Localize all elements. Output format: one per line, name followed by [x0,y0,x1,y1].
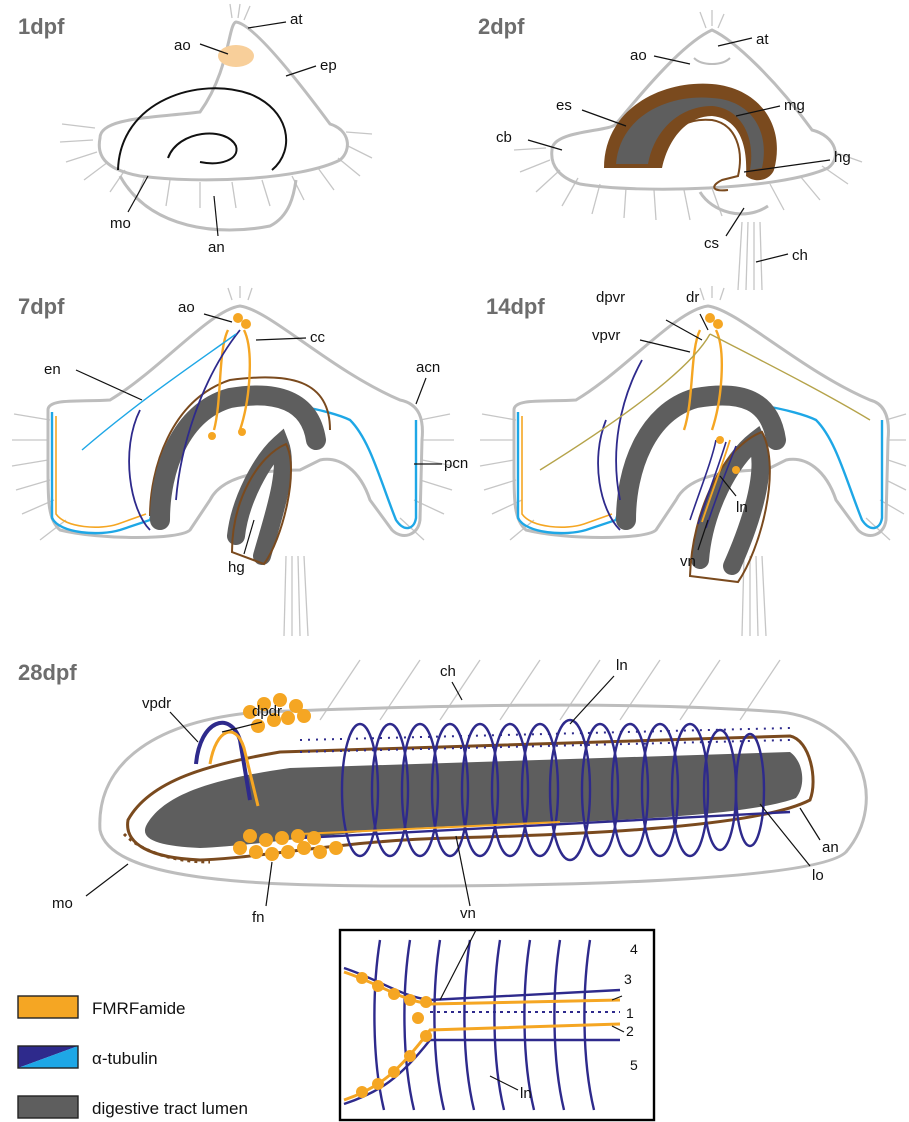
label-ch-2dpf: ch [792,247,808,264]
label-ch-28dpf: ch [440,663,456,680]
label-2-inset: 2 [626,1023,634,1039]
esophageal-nerve-7dpf [129,410,150,530]
label-cs-2dpf: cs [704,235,719,252]
body-outline-14dpf [514,306,888,538]
chaetae-28dpf [320,660,780,720]
apical-cell-2-14dpf [713,319,723,329]
legend-label-fmrfamide: FMRFamide [92,999,186,1018]
fmrf-cell-1-7dpf [208,432,216,440]
label-an-28dpf: an [822,839,839,856]
cilia-band-2dpf [514,10,862,290]
leader-acn-7dpf [416,378,426,404]
label-vpvr-14dpf: vpvr [592,327,620,344]
label-ln-14dpf: ln [736,499,748,516]
fmrf-cell-2-14dpf [732,466,740,474]
label-vn-28dpf: vn [460,905,476,922]
cilia-band-14dpf [480,286,906,636]
label-dpvr-14dpf: dpvr [596,289,625,306]
apical-cell-1-7dpf [233,313,243,323]
legend-swatch-tubulin [18,1046,78,1068]
leader-mo-28dpf [86,864,128,896]
label-pcn-7dpf: pcn [444,455,468,472]
label-ao-2dpf: ao [630,47,647,64]
label-ln-28dpf: ln [616,657,628,674]
panel-7dpf: 7dpf a [12,286,468,636]
label-mo-1dpf: mo [110,215,131,232]
legend-swatch-lumen [18,1096,78,1118]
label-cb-2dpf: cb [496,129,512,146]
label-vpdr-28dpf: vpdr [142,695,171,712]
leader-vpdr-28dpf [170,712,198,742]
leader-ln-28dpf [570,676,614,724]
inset-ventral-nerve-detail: 4 3 1 2 5 ln [340,930,654,1120]
label-es-2dpf: es [556,97,572,114]
label-at-1dpf: at [290,11,303,28]
label-ep-1dpf: ep [320,57,337,74]
stage-label-7dpf: 7dpf [18,294,65,319]
leader-an-28dpf [800,808,820,840]
label-an-1dpf: an [208,239,225,256]
label-mo-28dpf: mo [52,895,73,912]
label-vn-14dpf: vn [680,553,696,570]
fmrf-cell-1-14dpf [716,436,724,444]
panel-1dpf: 1dpf ao at ep mo an [18,4,372,256]
label-ln-inset: ln [520,1085,532,1102]
apical-groove-2dpf [694,58,730,64]
leader-dpvr-14dpf [666,320,702,340]
label-hg-7dpf: hg [228,559,245,576]
apical-organ-1dpf [218,45,254,67]
leader-at-1dpf [248,22,286,28]
label-cc-7dpf: cc [310,329,326,346]
gut-line-outer-1dpf [118,88,286,170]
hyposphere-2dpf [700,192,768,214]
label-acn-7dpf: acn [416,359,440,376]
stage-label-14dpf: 14dpf [486,294,545,319]
gut-line-inner-1dpf [168,134,237,164]
panel-14dpf: 14dpf dpvr d [480,286,906,636]
cilia-band-1dpf [60,4,372,208]
leader-vn-28dpf [456,836,470,906]
panel-2dpf: 2dpf ao at es mg cb hg [478,10,862,290]
label-3-inset: 3 [624,971,632,987]
legend-swatch-fmrfamide [18,996,78,1018]
label-hg-2dpf: hg [834,149,851,166]
body-outline-1dpf [99,22,347,180]
label-1-inset: 1 [626,1005,634,1021]
label-lo-28dpf: lo [812,867,824,884]
label-ao-7dpf: ao [178,299,195,316]
legend-label-lumen: digestive tract lumen [92,1099,248,1118]
panel-28dpf: 28dpf [18,657,866,926]
legend-label-tubulin: α-tubulin [92,1049,158,1068]
label-ao-1dpf: ao [174,37,191,54]
label-fn-28dpf: fn [252,909,265,926]
label-5-inset: 5 [630,1057,638,1073]
stage-label-2dpf: 2dpf [478,14,525,39]
fmrf-cell-2-7dpf [238,428,246,436]
label-dr-14dpf: dr [686,289,699,306]
cerebral-commissure-right-7dpf [240,330,250,430]
label-4-inset: 4 [630,941,638,957]
label-dpdr-28dpf: dpdr [252,703,282,720]
label-mg-2dpf: mg [784,97,805,114]
legend: FMRFamide α-tubulin digestive tract lume… [18,996,248,1118]
label-at-2dpf: at [756,31,769,48]
leader-ch-28dpf [452,682,462,700]
apical-cell-1-14dpf [705,313,715,323]
stage-label-1dpf: 1dpf [18,14,65,39]
label-en-7dpf: en [44,361,61,378]
apical-cell-2-7dpf [241,319,251,329]
stage-label-28dpf: 28dpf [18,660,77,685]
